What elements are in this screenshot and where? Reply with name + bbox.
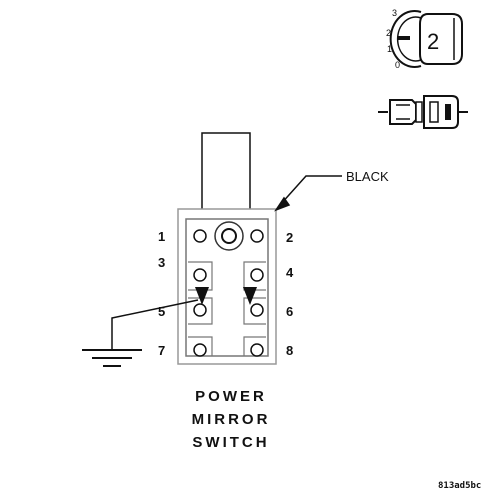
switch-connector: [177, 208, 277, 365]
pin-label-4: 4: [286, 265, 294, 280]
dial-scale-2: 2: [386, 28, 391, 38]
terminal-cavity-6: [250, 303, 264, 317]
terminal-cavity-7: [193, 343, 207, 357]
dial-selected-number: 2: [427, 29, 439, 54]
pin-label-8: 8: [286, 343, 293, 358]
title-line-3: SWITCH: [192, 434, 269, 451]
dial-scale-1: 1: [387, 44, 392, 54]
title-line-1: POWER: [195, 388, 267, 405]
probe-arrow-right: [243, 287, 257, 305]
title-line-2: MIRROR: [192, 411, 271, 428]
pin-label-7: 7: [158, 343, 165, 358]
terminal-cavity-1: [193, 229, 207, 243]
dial-scale-3: 3: [392, 8, 397, 18]
terminal-cavity-5: [193, 303, 207, 317]
dial-scale-0: 0: [395, 60, 400, 70]
connector-color-leader: [274, 175, 342, 212]
ground-symbol: [82, 299, 199, 367]
pin-label-3: 3: [158, 255, 165, 270]
terminal-cavity-3: [193, 268, 207, 282]
reference-code: 813ad5bc: [438, 481, 481, 491]
connector-key-icon: [378, 95, 468, 129]
pin-label-2: 2: [286, 230, 293, 245]
position-dial-icon: 3 2 1 0 2: [386, 8, 463, 70]
probe-arrow-left: [195, 287, 209, 305]
pin-label-6: 6: [286, 304, 293, 319]
connector-color-label: BLACK: [346, 169, 389, 184]
terminal-cavity-4: [250, 268, 264, 282]
pin-label-5: 5: [158, 304, 165, 319]
terminal-cavity-8: [250, 343, 264, 357]
terminal-cavity-2: [250, 229, 264, 243]
pin-label-1: 1: [158, 229, 165, 244]
